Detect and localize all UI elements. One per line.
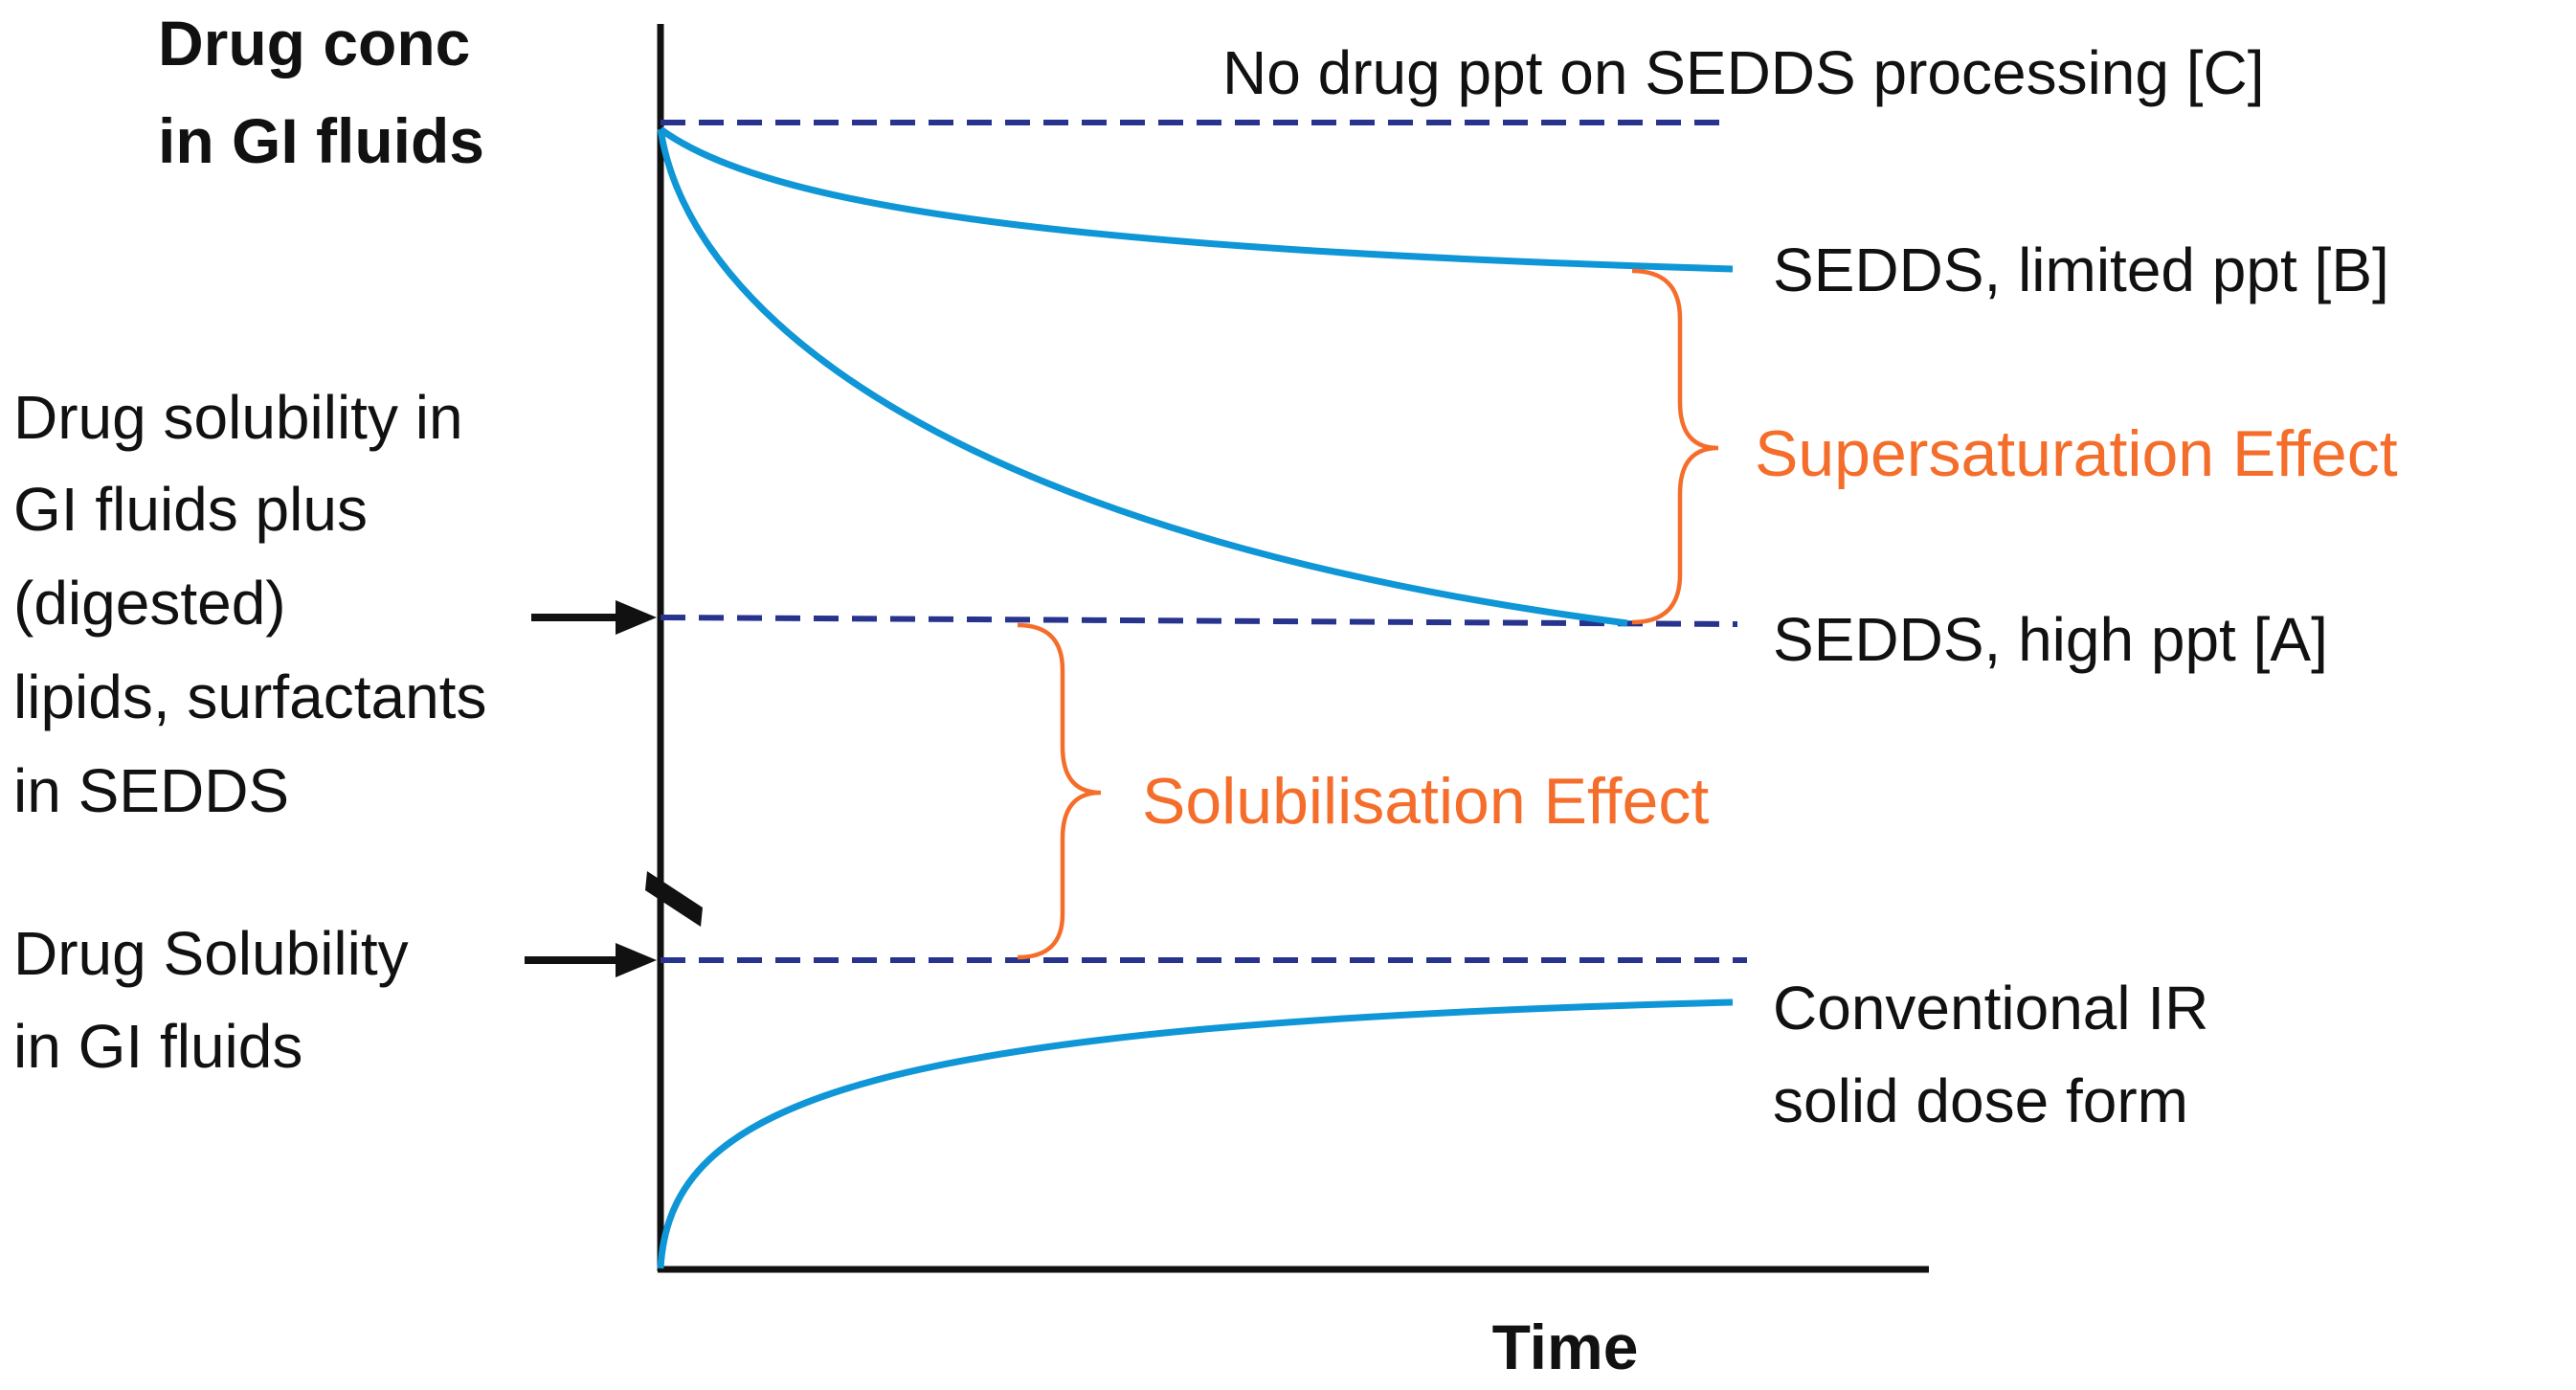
label-conventional-ir-line-2: solid dose form [1773, 1066, 2188, 1135]
drug-solubility-arrow [525, 943, 657, 977]
label-no-ppt-c: No drug ppt on SEDDS processing [C] [1222, 38, 2265, 107]
curve-sedds-high-ppt [657, 128, 1628, 627]
solubilisation-effect-label: Solubilisation Effect [1142, 765, 1709, 838]
solubilisation-brace [1017, 622, 1102, 960]
sedds-solubility-arrow [531, 600, 657, 635]
sedds-solubility-label-line-4: lipids, surfactants [13, 662, 486, 731]
sedds-solubility-label-line-2: GI fluids plus [13, 475, 368, 544]
sedds-solubility-label-line-5: in SEDDS [13, 756, 289, 825]
sedds-solubility-label-line-1: Drug solubility in [13, 383, 463, 452]
y-axis-title-line-2: in GI fluids [158, 105, 484, 176]
label-high-ppt-a: SEDDS, high ppt [A] [1773, 605, 2328, 674]
curve-sedds-limited-ppt [658, 126, 1734, 273]
label-conventional-ir-line-1: Conventional IR [1773, 974, 2208, 1042]
drug-solubility-label-line-2: in GI fluids [13, 1012, 302, 1081]
x-axis-title: Time [1492, 1312, 1639, 1382]
y-axis-title-line-1: Drug conc [158, 8, 470, 78]
label-limited-ppt-b: SEDDS, limited ppt [B] [1773, 235, 2389, 304]
curve-conventional-ir [657, 998, 1734, 1269]
axis-break-mark [645, 871, 703, 927]
supersaturation-effect-label: Supersaturation Effect [1755, 417, 2398, 490]
supersaturation-brace [1631, 268, 1719, 625]
level-a-dashed-line [660, 615, 1738, 627]
sedds-solubility-label-line-3: (digested) [13, 569, 286, 638]
drug-solubility-label-line-1: Drug Solubility [13, 919, 409, 988]
